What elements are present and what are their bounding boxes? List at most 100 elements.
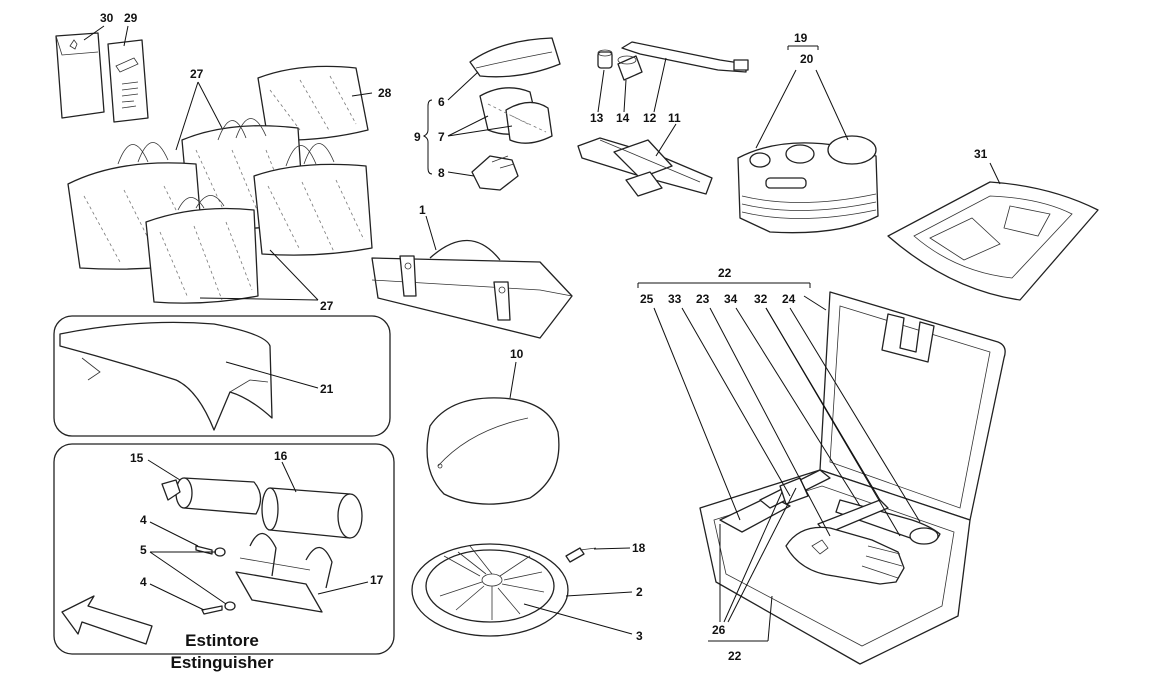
label-5: 5: [140, 543, 147, 557]
leader-27a: [175, 81, 199, 151]
leader-14: [623, 79, 627, 113]
label-9: 9: [414, 130, 421, 144]
label-18: 18: [632, 541, 646, 555]
leader-6: [447, 71, 479, 101]
label-13: 13: [590, 111, 604, 125]
leader-32b: [765, 307, 901, 537]
leader-33: [681, 307, 791, 497]
leader-34: [735, 307, 861, 507]
label-10: 10: [510, 347, 524, 361]
label-33: 33: [668, 292, 682, 306]
label-15: 15: [130, 451, 144, 465]
label-7: 7: [438, 130, 445, 144]
leader-5b: [149, 551, 227, 605]
leader-30: [83, 25, 105, 41]
leader-27b: [197, 81, 223, 129]
owners-booklet-part-29: [107, 39, 149, 123]
valve-stem-part-18: [565, 547, 597, 563]
leader-1: [425, 215, 437, 251]
label-31: 31: [974, 147, 988, 161]
leader-22-case: [803, 295, 827, 311]
label-32: 32: [754, 292, 768, 306]
leader-31: [989, 162, 1001, 185]
label-22-bottom: 22: [728, 649, 742, 663]
label-20: 20: [800, 52, 814, 66]
extinguisher-bracket-part-17: [235, 532, 333, 613]
leader-13: [597, 69, 605, 113]
tool-bag-part-1: [371, 239, 573, 339]
bolt-part-4-lower: [201, 605, 223, 615]
luggage-bag-right: [253, 143, 373, 256]
leader-24: [789, 307, 921, 523]
leader-29: [123, 25, 129, 47]
leader-26c: [727, 487, 797, 623]
leader-16: [281, 461, 297, 493]
label-12: 12: [643, 111, 657, 125]
leader-15: [147, 459, 181, 481]
leader-18: [593, 547, 631, 550]
caption-line-2: Estinguisher: [171, 653, 274, 672]
leader-10: [509, 361, 517, 399]
tyre-inflator-compressor-part-20: [737, 135, 879, 234]
label-4-lower: 4: [140, 575, 147, 589]
label-27-bottom: 27: [320, 299, 334, 313]
label-6: 6: [438, 95, 445, 109]
leader-2: [565, 591, 633, 597]
label-14: 14: [616, 111, 630, 125]
wheel-covers-part-7: [479, 87, 553, 144]
label-24: 24: [782, 292, 796, 306]
washer-part-5-upper: [214, 547, 226, 557]
leader-25: [653, 307, 741, 521]
leader-7a: [447, 115, 489, 137]
bracket-9: [422, 99, 433, 175]
leader-20: [815, 69, 849, 141]
car-cover-part-21: [59, 321, 273, 431]
direction-arrow-icon: [61, 595, 153, 645]
leader-8: [447, 171, 475, 177]
label-25: 25: [640, 292, 654, 306]
caption-line-1: Estintore: [185, 631, 259, 650]
label-16: 16: [274, 449, 288, 463]
leader-26b: [723, 491, 783, 623]
luggage-bag-small-front: [145, 195, 259, 304]
label-2: 2: [636, 585, 643, 599]
leader-3: [523, 603, 633, 635]
leader-27c: [199, 297, 319, 301]
label-1: 1: [419, 203, 426, 217]
label-3: 3: [636, 629, 643, 643]
label-27-top: 27: [190, 67, 204, 81]
extinguisher-cover-part-16: [261, 487, 363, 539]
socket-part-14: [617, 55, 643, 81]
label-4-upper: 4: [140, 513, 147, 527]
tool-case-part-22: [699, 291, 1006, 665]
scissor-jack-part-11: [577, 137, 713, 197]
leader-22-bottom: [767, 595, 773, 642]
label-8: 8: [438, 166, 445, 180]
leader-23: [709, 307, 831, 537]
label-30: 30: [100, 11, 114, 25]
leader-28: [351, 92, 373, 97]
label-17: 17: [370, 573, 384, 587]
car-cover-part-6: [469, 37, 561, 78]
storage-tray-part-31: [887, 181, 1099, 301]
wheel-wrench-part-12: [621, 41, 749, 73]
label-28: 28: [378, 86, 392, 100]
leader-19: [755, 69, 797, 149]
leader-27d: [269, 249, 319, 301]
label-34: 34: [724, 292, 738, 306]
label-22-top: 22: [718, 266, 732, 280]
spare-wheel-cover-part-10: [426, 397, 560, 505]
fire-extinguisher-part-15: [161, 477, 262, 515]
leader-21: [225, 361, 319, 389]
document-wallet-part-30: [55, 32, 105, 119]
label-21: 21: [320, 382, 334, 396]
spare-wheel-part-2: [411, 543, 569, 637]
label-23: 23: [696, 292, 710, 306]
gloves-in-case: [785, 526, 905, 585]
leader-12: [653, 57, 667, 113]
leader-7b: [447, 125, 513, 137]
label-19: 19: [794, 31, 808, 45]
socket-part-13: [597, 49, 613, 69]
washer-part-5-lower: [224, 601, 236, 611]
